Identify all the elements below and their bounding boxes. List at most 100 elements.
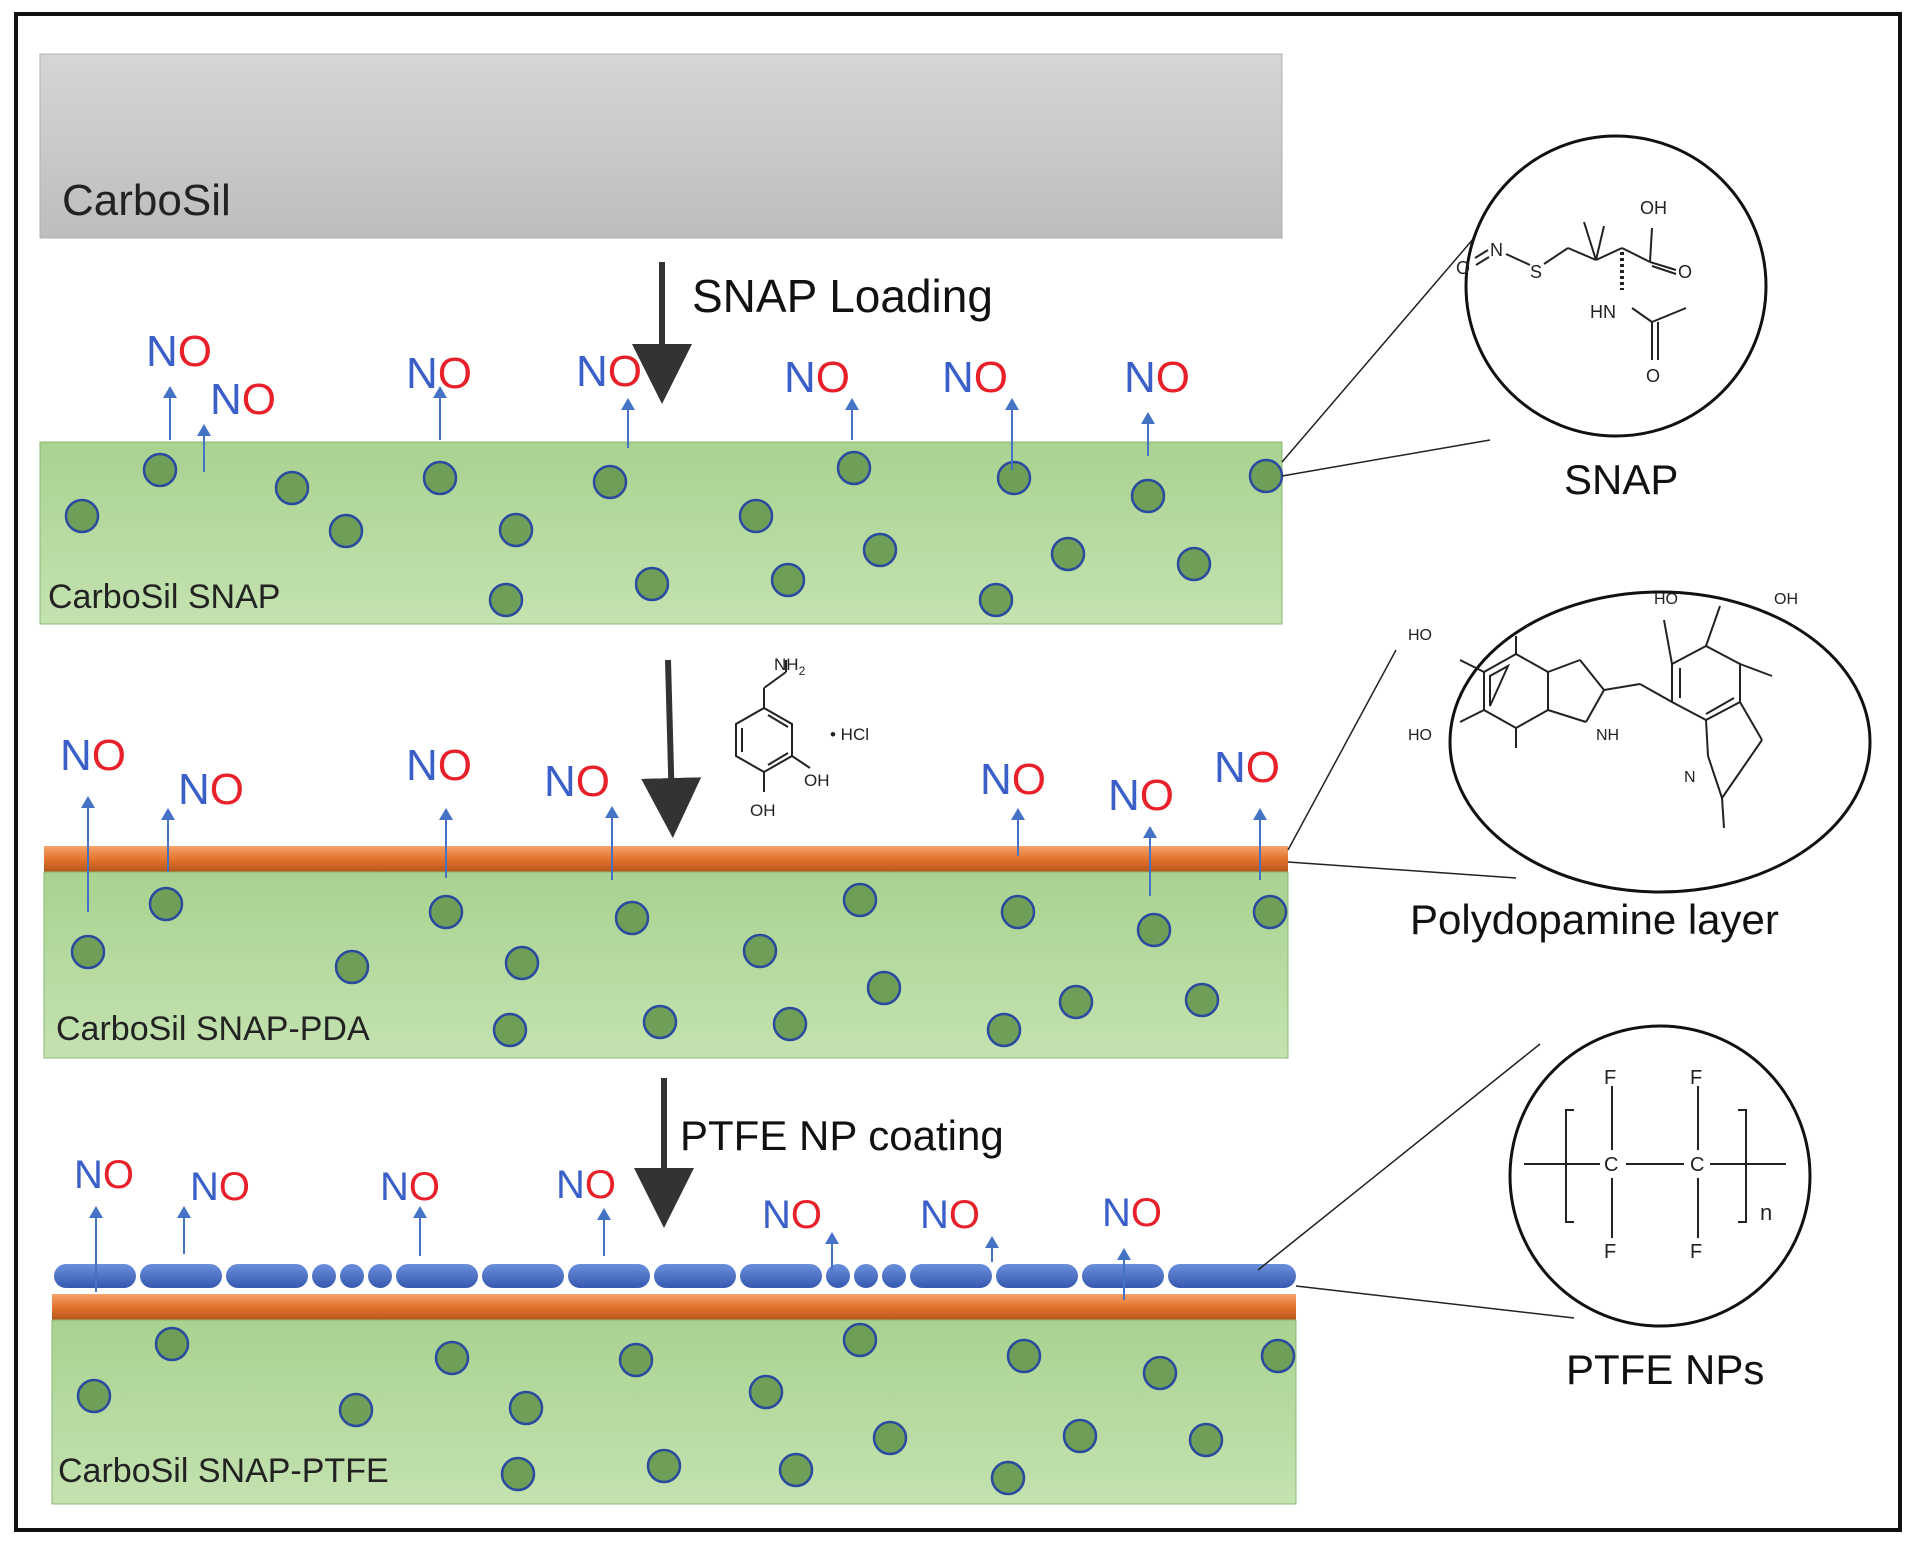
ptfe-f-4: F [1690,1241,1702,1263]
snap-particle [328,513,364,549]
snap-particle [872,1420,908,1456]
snap-particle [738,498,774,534]
no-label: NO [556,1163,616,1207]
pda-ho-1: HO [1408,627,1432,644]
ptfe-nanoparticle [340,1264,364,1288]
ptfe-nanoparticle [482,1264,564,1288]
snap-particle [748,1374,784,1410]
dopamine-oh-bottom: OH [750,801,776,820]
dopamine-hcl: • HCl [830,725,869,744]
carbosil-snap-label: CarboSil SNAP [48,578,280,616]
no-arrowhead [161,808,175,820]
snap-particle [492,1012,528,1048]
ptfe-orange-layer [52,1294,1296,1320]
no-label: NO [784,353,850,402]
ptfe-nanoparticle [226,1264,308,1288]
no-label: NO [406,741,472,790]
snap-particle [1000,894,1036,930]
snap-s: S [1530,262,1542,282]
ptfe-nanoparticle [826,1264,850,1288]
pda-zoom-line-top [1287,649,1397,851]
ptfe-n-subscript: n [1760,1200,1772,1225]
snap-molecule-structure [1474,221,1687,360]
snap-particle [338,1392,374,1428]
pda-orange-layer [44,846,1288,872]
no-label: NO [406,349,472,398]
no-arrowhead [845,398,859,410]
ptfe-nanoparticle [568,1264,650,1288]
pda-arrow [641,659,702,838]
no-arrowhead [1011,808,1025,820]
snap-particle [618,1342,654,1378]
no-arrowhead [197,424,211,436]
snap-particle [1260,1338,1296,1374]
snap-n: N [1490,240,1503,260]
ptfe-c-1: C [1604,1154,1618,1176]
ptfe-c-2: C [1690,1154,1704,1176]
snap-particle [642,1004,678,1040]
carbosil-snap-pda-label: CarboSil SNAP-PDA [56,1010,370,1048]
snap-particle [434,1340,470,1376]
pda-n: N [1684,769,1696,786]
snap-particle [428,894,464,930]
no-arrowhead [985,1236,999,1248]
snap-particle [64,498,100,534]
snap-particle [498,512,534,548]
snap-particle [842,882,878,918]
ptfe-nanoparticle [854,1264,878,1288]
snap-particle [996,460,1032,496]
pda-zoom-line-bottom [1287,861,1517,879]
snap-particle [742,933,778,969]
no-arrowhead [1141,412,1155,424]
snap-hn: HN [1590,302,1616,322]
snap-particle [1252,894,1288,930]
snap-particle [488,582,524,618]
no-arrowhead [1005,398,1019,410]
no-label: NO [1214,743,1280,792]
snap-particle [508,1390,544,1426]
snap-particle [1142,1355,1178,1391]
no-label: NO [920,1193,980,1237]
no-arrowhead [163,386,177,398]
no-arrowhead [177,1206,191,1218]
ptfe-inset-label: PTFE NPs [1566,1346,1764,1393]
ptfe-zoom-line-top [1257,1043,1541,1271]
no-arrowhead [621,398,635,410]
ptfe-zoom-line-bottom [1295,1285,1575,1319]
ptfe-nanoparticle [910,1264,992,1288]
snap-o-amide: O [1646,366,1660,386]
ptfe-nanoparticle [740,1264,822,1288]
pda-ho-3: HO [1654,591,1678,608]
snap-zoom-line-bottom [1281,439,1491,477]
snap-particle [646,1448,682,1484]
no-arrowhead [1143,826,1157,838]
no-arrowhead [597,1208,611,1220]
polydopamine-structure [1459,605,1773,829]
no-label: NO [942,353,1008,402]
snap-particle [862,532,898,568]
no-arrowhead [605,806,619,818]
no-label: NO [74,1153,134,1197]
ptfe-f-1: F [1604,1067,1616,1089]
no-label: NO [178,765,244,814]
snap-particle [1136,912,1172,948]
ptfe-nanoparticle [654,1264,736,1288]
snap-loading-label: SNAP Loading [692,270,993,322]
no-arrowhead [1117,1248,1131,1260]
snap-particles [64,450,1284,618]
no-label: NO [1102,1191,1162,1235]
ptfe-zoom-circle [1508,1024,1812,1328]
pda-inset-label: Polydopamine layer [1410,896,1779,943]
snap-particle [142,452,178,488]
dopamine-oh-right: OH [804,771,830,790]
snap-particle [592,464,628,500]
no-arrowhead [433,386,447,398]
no-arrowhead [825,1232,839,1244]
snap-zoom-line-top [1281,237,1475,463]
no-label: NO [1124,353,1190,402]
carbosil-snap-ptfe-label: CarboSil SNAP-PTFE [58,1452,389,1490]
snap-particle [1248,458,1284,494]
no-label: NO [576,347,642,396]
